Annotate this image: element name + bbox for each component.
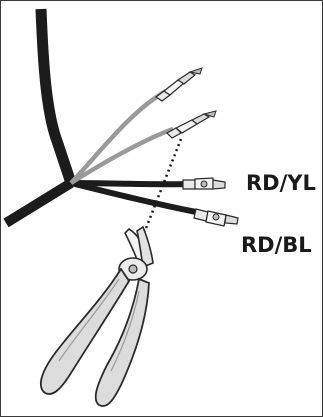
connector-lower-black	[194, 209, 238, 226]
wire-label-rd-yl: RD/YL	[246, 171, 316, 195]
wire-label-rd-bl: RD/BL	[241, 233, 312, 257]
connector-upper-black	[183, 178, 225, 189]
dotted-cut-line-icon	[141, 139, 181, 241]
grey-wire-lower	[71, 111, 216, 183]
side-cutters-icon	[41, 227, 153, 406]
wire-harness-icon	[6, 9, 201, 223]
